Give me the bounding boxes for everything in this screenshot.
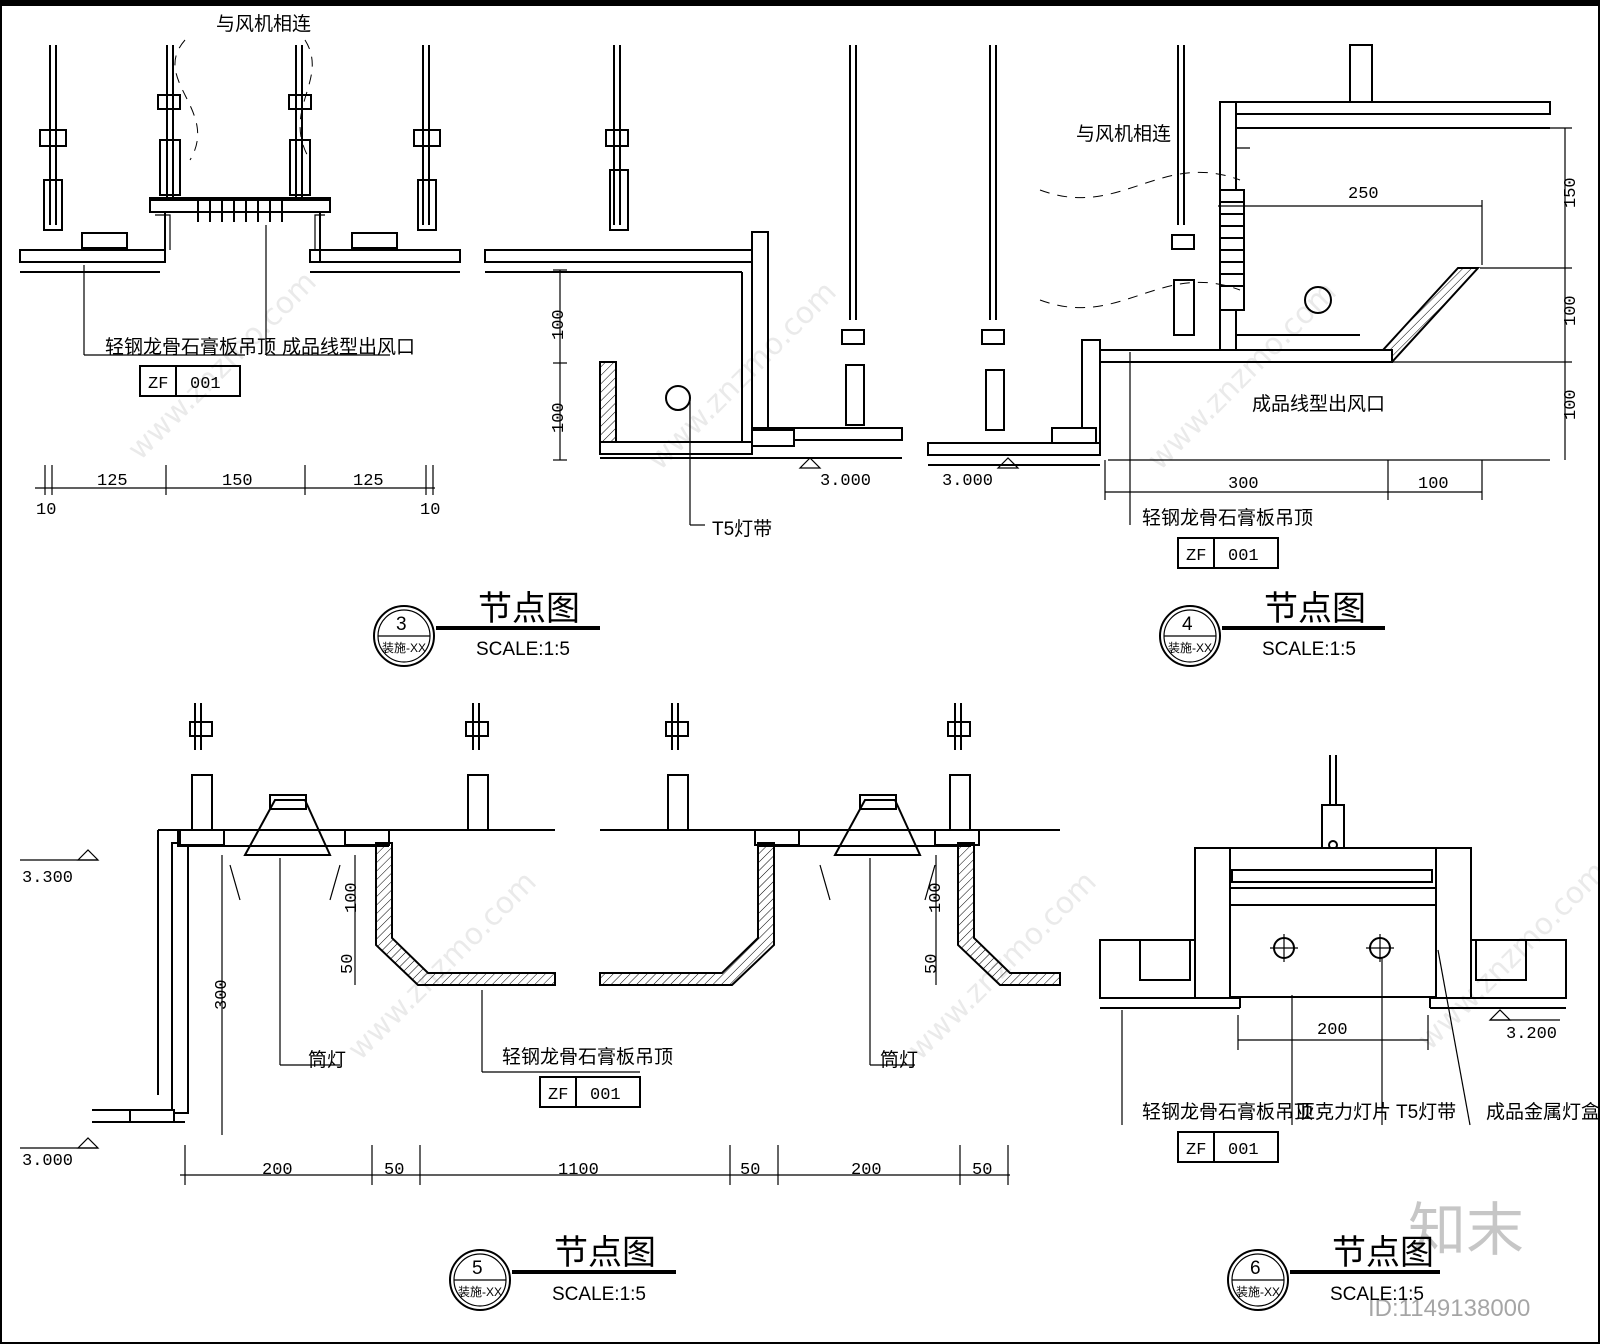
d3-dim-150: 150 (1562, 177, 1581, 208)
view3-scale: SCALE:1:5 (476, 639, 570, 660)
d5-ceiling-label: 轻钢龙骨石膏板吊顶 (502, 1045, 673, 1068)
d3-dim-250: 250 (1348, 185, 1379, 204)
view3-sheet: 装施-XX (382, 641, 426, 655)
d6-tag-code: ZF (1186, 1141, 1206, 1160)
watermark-4: www.znzmo.com (341, 864, 544, 1067)
d5-downlight-label-a: 筒灯 (308, 1049, 346, 1071)
d6-lightbox-label: 成品金属灯盒 (1486, 1101, 1600, 1123)
d1-dim-150: 150 (222, 472, 253, 491)
d3-ceiling-label: 轻钢龙骨石膏板吊顶 (1142, 506, 1313, 529)
d1-tag-num: 001 (190, 375, 221, 394)
d1-dim-125b: 125 (353, 472, 384, 491)
d3-dim-100b: 100 (1562, 389, 1581, 420)
d2-dim-100a: 100 (550, 309, 569, 340)
d5-dim-50b: 50 (923, 954, 942, 974)
view3-num: 3 (396, 614, 407, 635)
d1-outlet-label: 成品线型出风口 (282, 336, 415, 358)
view4-title: 节点图 (1264, 589, 1366, 629)
d6-tag-num: 001 (1228, 1141, 1259, 1160)
d5-material-tag (539, 1076, 641, 1108)
d2-t5-label: T5灯带 (712, 518, 772, 540)
d3-level: 3.000 (942, 472, 993, 491)
d5-dim-50e: 50 (972, 1161, 992, 1180)
view5-sheet: 装施-XX (458, 1285, 502, 1299)
view-title-4 (1159, 605, 1385, 667)
d1-dim-125a: 125 (97, 472, 128, 491)
view4-sheet: 装施-XX (1168, 641, 1212, 655)
d6-level: 3.200 (1506, 1025, 1557, 1044)
d5-level-3300: 3.300 (22, 869, 73, 888)
d5-tag-num: 001 (590, 1086, 621, 1105)
d5-dim-100a: 100 (343, 882, 362, 913)
d5-downlight-label-b: 筒灯 (880, 1049, 918, 1071)
d5-level-3000: 3.000 (22, 1152, 73, 1171)
d3-dim-100c: 100 (1418, 475, 1449, 494)
view5-scale: SCALE:1:5 (552, 1284, 646, 1305)
detail-3-sidewall-outlet-section (927, 44, 1572, 525)
d1-dim-10-right: 10 (420, 501, 440, 520)
detail-5-downlight-section (20, 703, 1061, 1185)
detail-6-lightbox-section (1099, 755, 1567, 1126)
d6-acrylic-label: 亚克力灯片 (1296, 1101, 1391, 1123)
view-title-5 (449, 1249, 676, 1311)
d1-material-tag (139, 365, 241, 397)
view6-sheet: 装施-XX (1236, 1285, 1280, 1299)
view5-title: 节点图 (554, 1233, 656, 1273)
d3-dim-300: 300 (1228, 475, 1259, 494)
d5-dim-50d: 50 (740, 1161, 760, 1180)
d2-level: 3.000 (820, 472, 871, 491)
d5-dim-300: 300 (213, 979, 232, 1010)
image-id: ID:1149138000 (1368, 1295, 1530, 1322)
d2-dim-100b: 100 (550, 402, 569, 433)
d3-outlet-label: 成品线型出风口 (1252, 393, 1385, 415)
view6-scale: SCALE:1:5 (1330, 1284, 1424, 1305)
view4-scale: SCALE:1:5 (1262, 639, 1356, 660)
d5-dim-200a: 200 (262, 1161, 293, 1180)
d6-t5-label: T5灯带 (1396, 1101, 1456, 1123)
view-title-6 (1227, 1249, 1440, 1311)
d5-dim-50a: 50 (339, 954, 358, 974)
view3-title: 节点图 (478, 589, 580, 629)
d3-fan-label: 与风机相连 (1076, 123, 1171, 145)
view6-title: 节点图 (1332, 1233, 1434, 1273)
view-title-3 (373, 605, 600, 667)
d5-dim-1100: 1100 (558, 1161, 599, 1180)
d1-ceiling-label: 轻钢龙骨石膏板吊顶 (105, 335, 276, 358)
detail-2-lightslot-section (484, 45, 903, 526)
d5-tag-code: ZF (548, 1086, 568, 1105)
d1-dim-10-left: 10 (36, 501, 56, 520)
view4-num: 4 (1182, 614, 1193, 635)
d5-dim-200b: 200 (851, 1161, 882, 1180)
d1-fan-label: 与风机相连 (216, 13, 311, 35)
d3-material-tag (1177, 537, 1279, 569)
d5-dim-100b: 100 (927, 882, 946, 913)
d3-dim-100a: 100 (1562, 295, 1581, 326)
detail-1-outlet-section (19, 39, 461, 495)
view6-num: 6 (1250, 1258, 1261, 1279)
d3-tag-num: 001 (1228, 547, 1259, 566)
d6-ceiling-label: 轻钢龙骨石膏板吊顶 (1142, 1100, 1313, 1123)
d5-dim-50c: 50 (384, 1161, 404, 1180)
view5-num: 5 (472, 1258, 483, 1279)
brand-logo: 知末 (1408, 1196, 1524, 1264)
d6-dim-200: 200 (1317, 1021, 1348, 1040)
d1-tag-code: ZF (148, 375, 168, 394)
d3-tag-code: ZF (1186, 547, 1206, 566)
d6-material-tag (1177, 1131, 1279, 1163)
